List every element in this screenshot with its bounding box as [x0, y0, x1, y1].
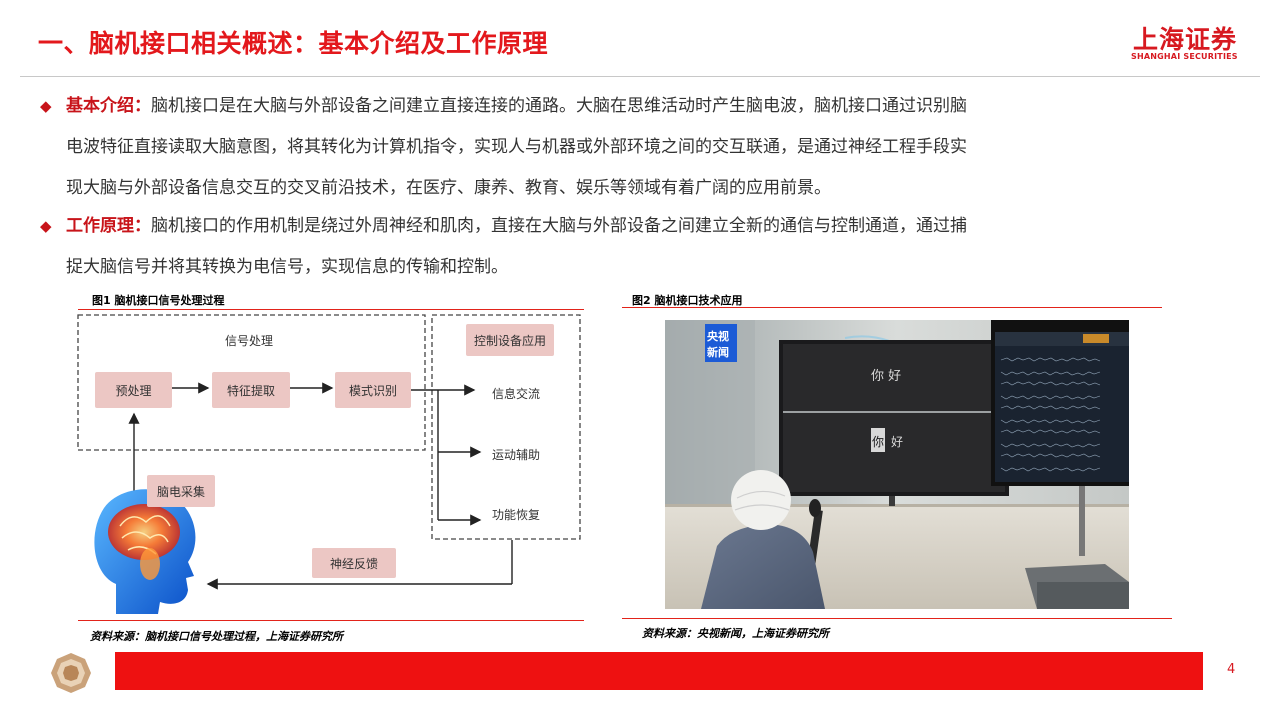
figure1-source: 资料来源：脑机接口信号处理过程，上海证券研究所	[90, 630, 343, 643]
info-exchange-label: 信息交流	[492, 387, 541, 401]
figure1-bottom-rule	[78, 620, 584, 621]
bullet-intro: ◆ 基本介绍：脑机接口是在大脑与外部设备之间建立直接连接的通路。大脑在思维活动时产…	[40, 86, 1200, 209]
bullet-principle-line-1: 脑机接口的作用机制是绕过外周神经和肌肉，直接在大脑与外部设备之间建立全新的通信与…	[151, 216, 967, 236]
control-application-frame	[431, 314, 581, 540]
function-recovery-label: 功能恢复	[492, 508, 541, 522]
neural-feedback-box: 神经反馈	[312, 548, 396, 578]
diamond-icon: ◆	[40, 97, 52, 115]
control-device-box: 控制设备应用	[466, 324, 554, 356]
eeg-waveforms	[1000, 357, 1101, 472]
feature-extract-box: 特征提取	[212, 372, 290, 408]
bullet-principle-label: 工作原理：	[66, 216, 151, 236]
bullet-intro-line-1: 脑机接口是在大脑与外部设备之间建立直接连接的通路。大脑在思维活动时产生脑电波，脑…	[151, 96, 967, 116]
bullet-principle: ◆ 工作原理：脑机接口的作用机制是绕过外周神经和肌肉，直接在大脑与外部设备之间建立…	[40, 206, 1200, 288]
signal-processing-label: 信号处理	[225, 334, 274, 348]
preprocess-box: 预处理	[95, 372, 172, 408]
bci-application-photo: 你 好 你 好 央视 新闻	[665, 320, 1129, 609]
figure2-title: 图2 脑机接口技术应用	[632, 294, 743, 307]
screen-greeting-char-2: 好	[891, 435, 903, 449]
figure2-bottom-rule	[622, 618, 1172, 619]
bci-flow-diagram	[77, 314, 581, 614]
cctv-news-badge	[705, 324, 737, 362]
cctv-badge-bottom: 新闻	[707, 345, 729, 359]
page-number: 4	[1227, 662, 1236, 677]
footer-red-bar	[115, 652, 1203, 690]
signal-processing-frame	[77, 314, 426, 451]
patient-head-cap	[731, 470, 791, 530]
brain-head-illustration	[94, 489, 196, 614]
logo-english: SHANGHAI SECURITIES	[1131, 52, 1238, 61]
screen-greeting-top: 你 好	[871, 369, 901, 384]
motion-assist-label: 运动辅助	[492, 448, 541, 462]
diamond-icon: ◆	[40, 217, 52, 235]
cctv-badge-top: 央视	[707, 329, 729, 343]
pattern-recognition-box: 模式识别	[335, 372, 411, 408]
figure2-source: 资料来源：央视新闻，上海证券研究所	[642, 627, 829, 640]
bullet-intro-line-3: 现大脑与外部设备信息交互的交叉前沿技术，在医疗、康养、教育、娱乐等领域有着广阔的…	[66, 178, 831, 198]
figure1-top-rule	[78, 309, 584, 310]
logo-chinese: 上海证券	[1133, 25, 1238, 54]
bullet-intro-line-2: 电波特征直接读取大脑意图，将其转化为计算机指令，实现人与机器或外部环境之间的交互…	[66, 137, 967, 157]
patient-body	[701, 524, 825, 609]
logo-emblem-icon	[51, 653, 91, 693]
screen-greeting-char-1: 你	[872, 435, 884, 449]
figure2-top-rule	[622, 307, 1162, 308]
bullet-principle-line-2: 捉大脑信号并将其转换为电信号，实现信息的传输和控制。	[66, 257, 508, 277]
eeg-collection-box: 脑电采集	[147, 475, 215, 507]
header-divider	[20, 76, 1260, 77]
figure1-title: 图1 脑机接口信号处理过程	[92, 294, 225, 307]
bullet-intro-label: 基本介绍：	[66, 96, 151, 116]
page-title: 一、脑机接口相关概述：基本介绍及工作原理	[38, 29, 549, 58]
